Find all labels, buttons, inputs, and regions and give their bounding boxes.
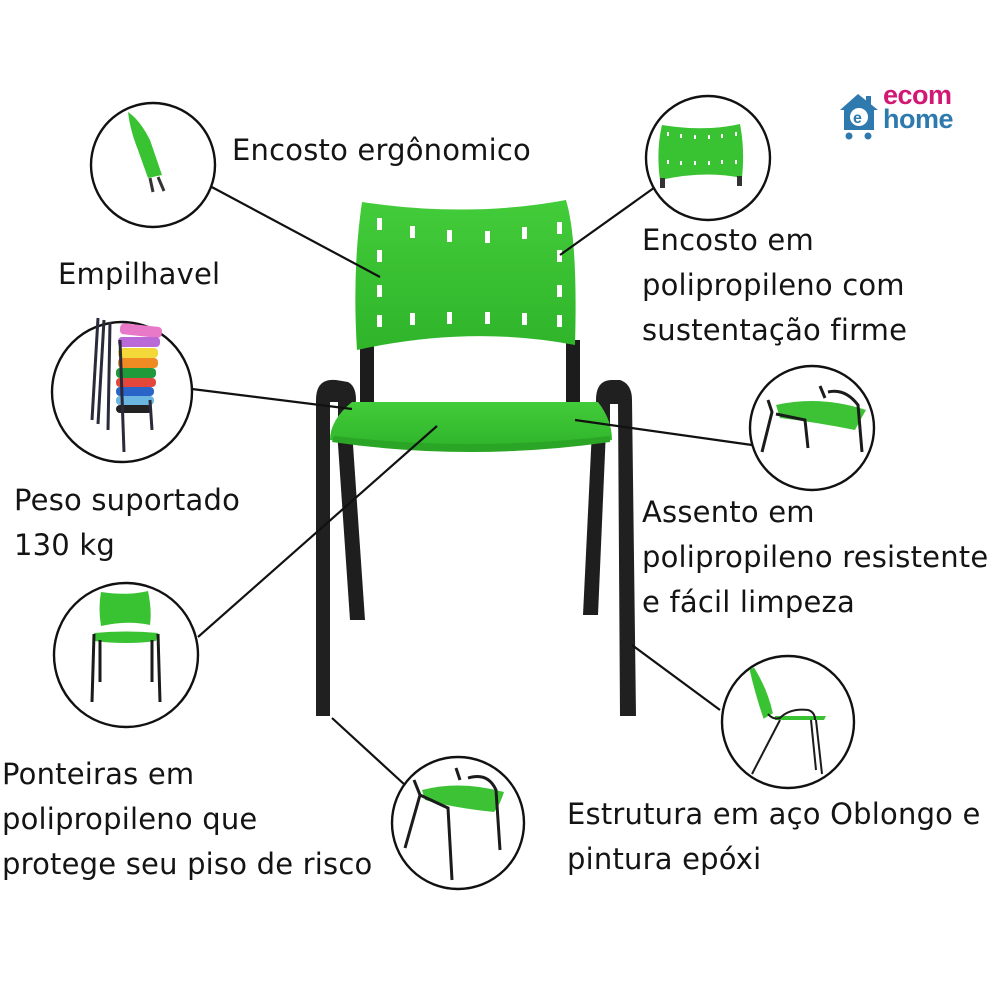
- thumb-backrest-front: [644, 94, 772, 222]
- label-stackable: Empilhavel: [58, 257, 221, 291]
- main-chair: [316, 200, 636, 716]
- backrest-slots: [377, 218, 562, 327]
- label-seat-material: Assento em polipropileno resistente e fá…: [642, 495, 989, 619]
- thumb-stacked-chairs: [50, 317, 194, 464]
- label-backrest-ergonomic: Encosto ergônomico: [232, 133, 531, 167]
- thumb-chair-front: [52, 581, 200, 729]
- house-cart-icon: e: [840, 94, 878, 140]
- ecom-home-logo: e ecom home: [836, 80, 986, 146]
- callout-lines: [191, 184, 753, 786]
- label-feet-caps: Ponteiras em polipropileno que protege s…: [2, 757, 373, 881]
- svg-text:e: e: [853, 110, 862, 127]
- label-weight-capacity: Peso suportado 130 kg: [14, 483, 241, 562]
- thumb-seat: [748, 364, 876, 492]
- thumb-chair-side: [720, 654, 856, 790]
- thumb-chair-legs: [390, 755, 526, 891]
- thumb-backrest-side: [89, 101, 217, 229]
- label-backrest-material: Encosto em polipropileno com sustentação…: [642, 223, 908, 347]
- logo-text-ecom: ecom: [883, 80, 952, 110]
- label-steel-frame: Estrutura em aço Oblongo e pintura epóxi: [567, 797, 981, 876]
- logo-text-home: home: [883, 104, 954, 134]
